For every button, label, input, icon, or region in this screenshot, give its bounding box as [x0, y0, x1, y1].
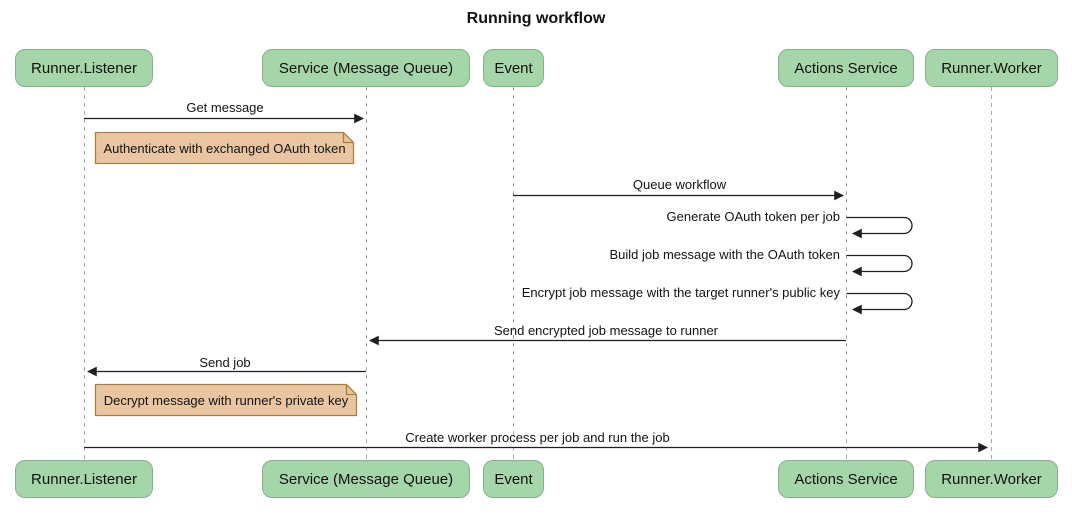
note-authenticate-oauth: Authenticate with exchanged OAuth token [103, 140, 346, 156]
actor-bottom-actions-service: Actions Service [778, 460, 914, 498]
actor-top-service-message-queue: Service (Message Queue) [262, 49, 470, 87]
message-label-queue-workflow: Queue workflow [632, 177, 727, 192]
note-shape-decrypt [94, 383, 358, 417]
actor-bottom-event: Event [483, 460, 544, 498]
actor-top-actions-service: Actions Service [778, 49, 914, 87]
diagram-title: Running workflow [466, 10, 606, 27]
note-shape-authenticate [94, 131, 355, 165]
actor-bottom-service-message-queue: Service (Message Queue) [262, 460, 470, 498]
message-label-get-message: Get message [186, 100, 264, 115]
arrow-self-build-job-message [846, 254, 913, 277]
arrow-self-encrypt-job-message [846, 292, 913, 315]
actor-bottom-runner-worker: Runner.Worker [925, 460, 1058, 498]
message-label-send-job: Send job [199, 355, 251, 370]
actor-top-event: Event [483, 49, 544, 87]
actor-top-runner-worker: Runner.Worker [925, 49, 1058, 87]
note-decrypt-message: Decrypt message with runner's private ke… [103, 392, 349, 408]
message-label-send-encrypted-job: Send encrypted job message to runner [493, 323, 719, 338]
message-label-encrypt-job-message: Encrypt job message with the target runn… [521, 285, 840, 300]
message-label-create-worker-process: Create worker process per job and run th… [405, 430, 670, 445]
arrow-self-generate-oauth-token [846, 216, 913, 239]
message-label-generate-oauth-token: Generate OAuth token per job [666, 209, 840, 224]
actor-top-runner-listener: Runner.Listener [15, 49, 153, 87]
actor-bottom-runner-listener: Runner.Listener [15, 460, 153, 498]
message-label-build-job-message: Build job message with the OAuth token [609, 247, 840, 262]
